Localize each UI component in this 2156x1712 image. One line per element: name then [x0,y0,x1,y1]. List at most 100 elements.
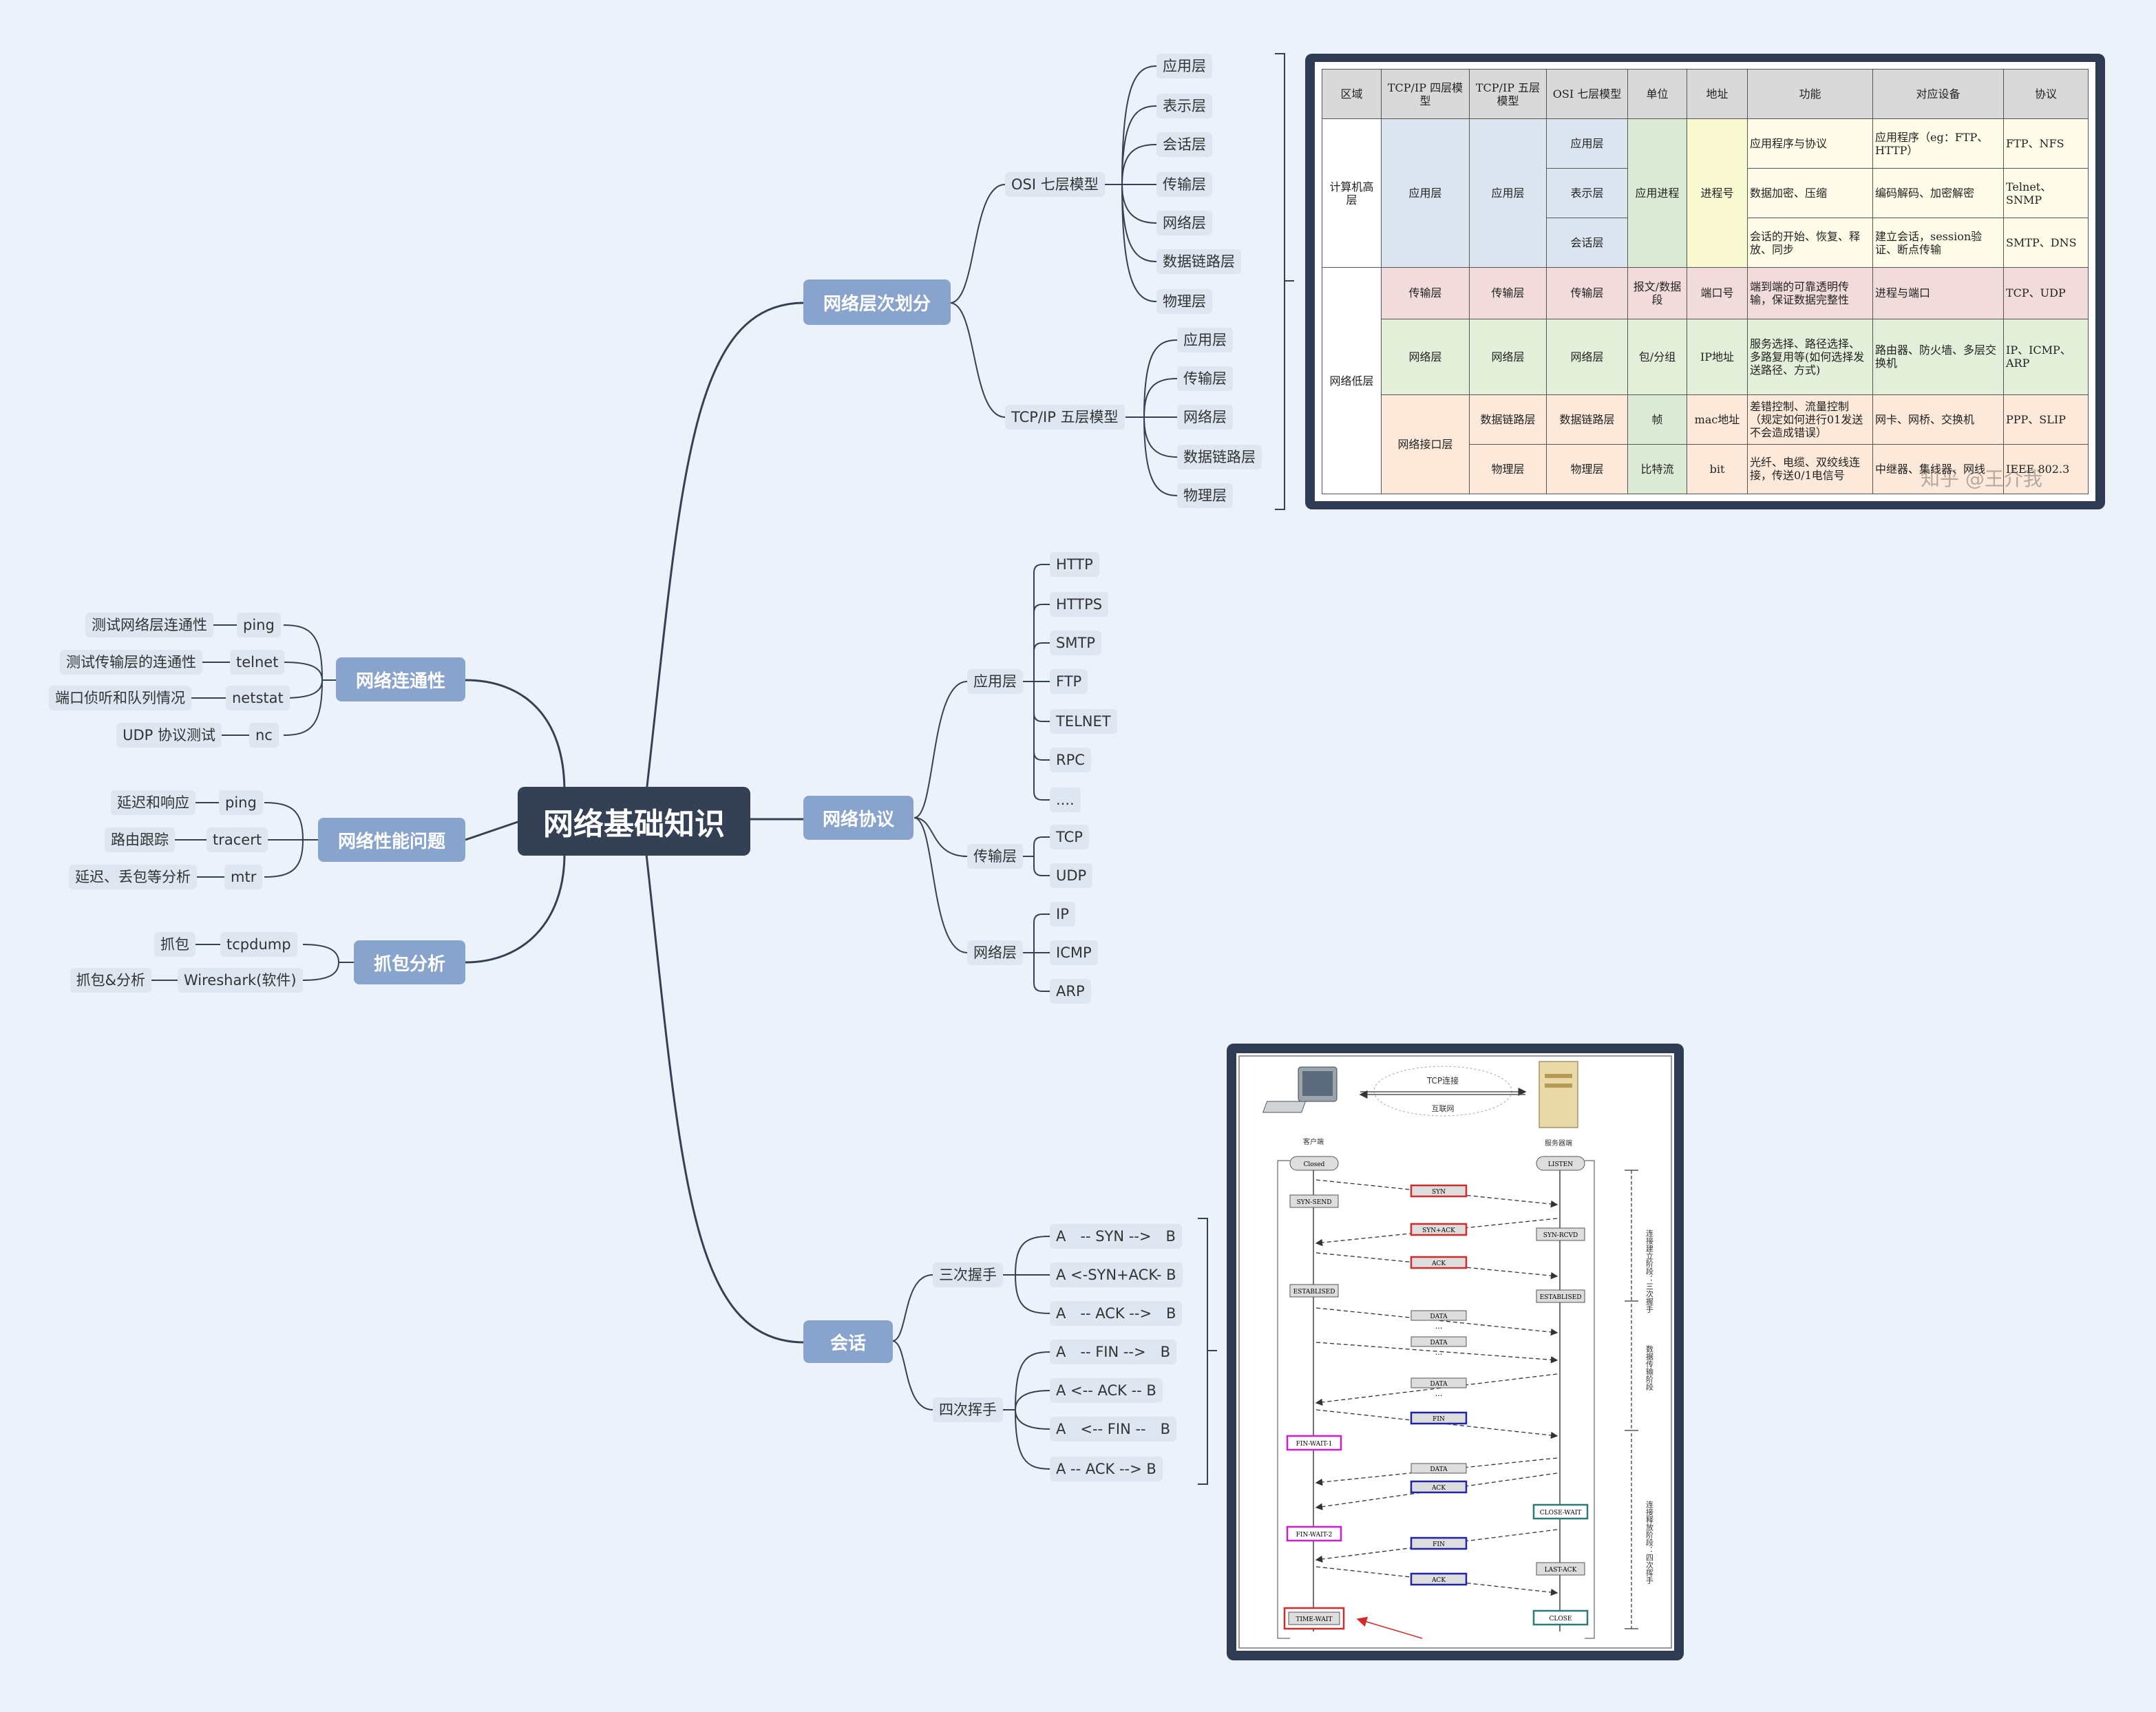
protocol-item[interactable]: FTP [1050,669,1088,694]
col-header: TCP/IP 五层模型 [1469,68,1547,120]
protocol-item[interactable]: UDP [1050,863,1093,888]
protocol-item[interactable]: HTTPS [1050,592,1109,617]
msg-data: DATA [1430,1466,1448,1473]
col-header: 单位 [1627,68,1687,120]
handshake-step[interactable]: A -- ACK --> B [1050,1301,1183,1326]
phase-label: 数据传输阶段 [1645,1345,1654,1391]
tool-desc[interactable]: 测试网络层连通性 [85,613,213,637]
wave-step[interactable]: A <-- FIN -- B [1050,1417,1177,1441]
branch-session[interactable]: 会话 [803,1320,893,1363]
tool-tcpdump[interactable]: tcpdump [220,932,297,957]
msg-dots: ... [1435,1389,1443,1398]
topic-osi-model[interactable]: OSI 七层模型 [1005,172,1105,197]
topic-transport-layer[interactable]: 传输层 [967,844,1023,869]
tool-desc[interactable]: 延迟和响应 [111,790,195,815]
branch-layers[interactable]: 网络层次划分 [803,279,951,325]
msg-fin: FIN [1433,1416,1445,1423]
protocol-item[interactable]: .... [1050,788,1081,812]
msg-dots: ... [1435,1322,1443,1331]
osi-item[interactable]: 应用层 [1156,54,1212,78]
tool-telnet[interactable]: telnet [230,650,285,675]
branch-protocols-label: 网络协议 [822,809,894,830]
tool-tracert[interactable]: tracert [207,827,268,852]
topic-four-way-wave[interactable]: 四次挥手 [933,1397,1003,1422]
cell: 服务选择、路径选择、多路复用等(如何选择发送路径、方式) [1747,318,1873,395]
wave-step[interactable]: A -- ACK --> B [1050,1457,1163,1481]
state-syn-rcvd: SYN-RCVD [1543,1232,1578,1239]
cell: 应用层 [1546,118,1628,169]
osi-comparison-table: 区域 TCP/IP 四层模型 TCP/IP 五层模型 OSI 七层模型 单位 地… [1322,68,2089,495]
cell: 网络接口层 [1381,394,1470,495]
tcp-sequence-image[interactable]: 客户端 TCP连接 互联网 服务器端 Closed [1227,1044,1684,1660]
cell-region: 计算机高层 [1322,118,1382,268]
state-closed: Closed [1304,1161,1325,1168]
protocol-item[interactable]: TCP [1050,825,1089,849]
branch-capture[interactable]: 抓包分析 [354,940,465,984]
protocol-item[interactable]: TELNET [1050,709,1117,734]
cell: 应用层 [1469,118,1547,268]
topic-three-way-handshake[interactable]: 三次握手 [933,1262,1003,1287]
state-last-ack: LAST-ACK [1545,1567,1577,1574]
tool-desc[interactable]: 路由跟踪 [105,827,175,852]
wave-step[interactable]: A <-- ACK -- B [1050,1378,1163,1403]
tool-desc[interactable]: 抓包 [154,932,195,957]
protocol-item[interactable]: IP [1050,902,1075,927]
state-time-wait: TIME-WAIT [1296,1616,1333,1623]
osi-item[interactable]: 表示层 [1156,94,1212,118]
tcp-diagram-svg: 客户端 TCP连接 互联网 服务器端 Closed [1238,1055,1672,1649]
protocol-item[interactable]: RPC [1050,748,1091,772]
cell: mac地址 [1687,394,1748,445]
msg-data: DATA [1430,1381,1448,1388]
osi-item[interactable]: 物理层 [1156,289,1212,314]
branch-layers-label: 网络层次划分 [823,293,931,315]
msg-dots: ... [1435,1348,1443,1357]
osi-table-image[interactable]: 区域 TCP/IP 四层模型 TCP/IP 五层模型 OSI 七层模型 单位 地… [1305,54,2105,509]
cell: SMTP、DNS [2003,218,2089,268]
col-header: 功能 [1747,68,1873,120]
branch-performance[interactable]: 网络性能问题 [318,818,465,862]
handshake-step[interactable]: A <-SYN+ACK- B [1050,1262,1183,1287]
cell: IP地址 [1687,318,1748,395]
cell: IP、ICMP、ARP [2003,318,2089,395]
topic-tcpip-model[interactable]: TCP/IP 五层模型 [1005,405,1125,430]
protocol-item[interactable]: HTTP [1050,552,1099,577]
tool-desc[interactable]: 延迟、丢包等分析 [69,865,197,889]
osi-item[interactable]: 会话层 [1156,132,1212,157]
tcpip-item[interactable]: 应用层 [1177,328,1233,352]
wave-step[interactable]: A -- FIN --> B [1050,1340,1177,1364]
handshake-step[interactable]: A -- SYN --> B [1050,1224,1182,1249]
osi-item[interactable]: 数据链路层 [1156,249,1241,274]
protocol-item[interactable]: ARP [1050,979,1091,1004]
tool-wireshark[interactable]: Wireshark(软件) [178,968,303,993]
tool-ping[interactable]: ping [219,790,263,815]
cell: 报文/数据段 [1627,267,1687,319]
tool-netstat[interactable]: netstat [226,686,290,710]
root-topic[interactable]: 网络基础知识 [518,787,750,856]
cell: 应用进程 [1627,118,1687,268]
tool-ping[interactable]: ping [237,613,281,637]
tool-desc[interactable]: 端口侦听和队列情况 [49,686,191,710]
tcpip-item[interactable]: 网络层 [1177,405,1233,430]
tcpip-item[interactable]: 物理层 [1177,483,1233,508]
protocol-item[interactable]: SMTP [1050,631,1101,655]
topic-app-layer[interactable]: 应用层 [967,669,1023,694]
branch-protocols[interactable]: 网络协议 [803,796,913,840]
tool-desc[interactable]: 测试传输层的连通性 [60,650,202,675]
osi-item[interactable]: 网络层 [1156,211,1212,235]
topic-network-layer[interactable]: 网络层 [967,940,1023,965]
cell: IEEE 802.3 [2003,443,2089,495]
msg-syn: SYN [1432,1189,1446,1196]
tcpip-item[interactable]: 传输层 [1177,366,1233,391]
tool-desc[interactable]: 抓包&分析 [70,968,151,993]
state-close: CLOSE [1550,1616,1572,1623]
osi-item[interactable]: 传输层 [1156,172,1212,197]
tool-nc[interactable]: nc [249,723,279,748]
cell: 端口号 [1687,267,1748,319]
tool-desc[interactable]: UDP 协议测试 [116,723,222,748]
cell: 比特流 [1627,443,1687,495]
tcpip-item[interactable]: 数据链路层 [1177,445,1262,469]
tool-mtr[interactable]: mtr [224,865,263,889]
protocol-item[interactable]: ICMP [1050,940,1098,965]
branch-connectivity[interactable]: 网络连通性 [336,657,465,701]
